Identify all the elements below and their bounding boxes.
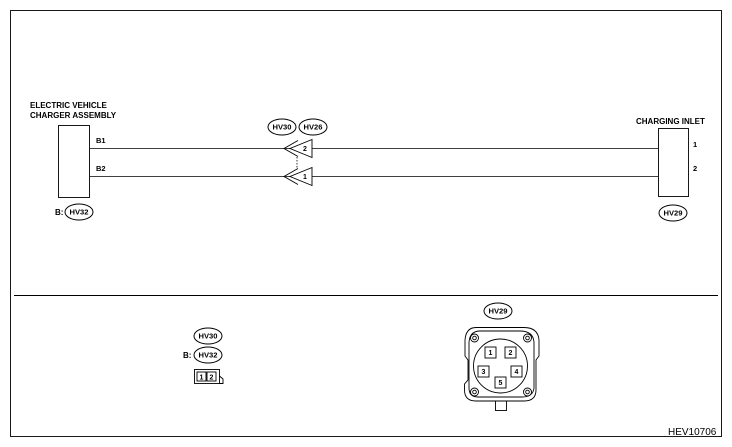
inlet-terminal-1: 1 [693,140,697,149]
small-connector-cavity [206,371,217,382]
inlet-connector-cavity [510,365,523,378]
badge-oval [658,204,688,222]
charger-terminal-b2: B2 [96,164,106,173]
inlet-connector-inner-outline [468,330,535,398]
charger-connector-box [58,125,90,198]
inlet-terminal-2: 2 [693,164,697,173]
inlet-connector-cavity [494,376,507,389]
schematic-section: ELECTRIC VEHICLE CHARGER ASSEMBLY B1 B2 … [30,101,705,222]
mounting-hole-icon [523,387,532,397]
junction-pin-label: 2 [303,146,307,153]
small-connector-latch [219,375,224,384]
badge-label: HV32 [199,351,218,360]
badge-oval [298,118,328,136]
drawing-code: HEV10706 [668,427,717,438]
small-connector-pin-label: 1 [200,374,204,381]
mounting-hole-inner [525,335,530,341]
junction-connector-badge-b: HV26 [298,118,328,136]
inlet-connector-cavity [484,346,497,359]
inlet-name: CHARGING INLET [636,117,705,126]
badge-label: HV29 [664,209,683,218]
junction-terminal-upper: 2 [283,138,313,159]
badge-label: HV30 [199,332,218,341]
mounting-hole-icon [523,333,532,343]
badge-oval [193,327,223,345]
badge-label: HV30 [273,123,292,132]
charger-connector-badge: HV32 [64,203,94,221]
charger-name-line2: CHARGER ASSEMBLY [30,111,117,120]
badge-oval [64,203,94,221]
female-terminal-triangle [288,166,313,187]
small-connector-cavity [196,371,207,382]
mounting-hole-inner [472,335,477,341]
connector-views-section: HV30 B: HV32 1 2 HV29 [183,302,540,411]
badge-label: HV32 [70,208,89,217]
badge-label: HV26 [304,123,323,132]
small-connector-badge-b: HV32 [193,346,223,364]
male-terminal-chevron [283,140,299,157]
inlet-view-badge: HV29 [483,302,513,320]
inlet-connector-cavity [504,346,517,359]
inlet-connector-box [658,128,689,197]
inlet-connector-pin-label: 5 [499,380,503,387]
junction-connector-badge-a: HV30 [267,118,297,136]
charger-connector-prefix: B: [55,208,63,217]
inlet-connector-badge: HV29 [658,204,688,222]
inlet-connector-pin-label: 3 [482,369,486,376]
small-connector-prefix: B: [183,351,191,360]
small-connector-badge-a: HV30 [193,327,223,345]
inlet-connector-cavity [477,365,490,378]
mounting-hole-icon [470,333,479,343]
badge-oval [193,346,223,364]
diagram-frame [10,10,722,437]
inlet-connector-face: 1 2 3 4 5 [464,327,540,411]
charger-name-line1: ELECTRIC VEHICLE [30,101,108,110]
inlet-connector-pin-label: 4 [515,369,519,376]
female-terminal-triangle [288,138,313,159]
junction-pin-label: 1 [303,174,307,181]
charger-terminal-b1: B1 [96,136,106,145]
inlet-connector-pin-label: 2 [509,350,513,357]
small-connector-face: 1 2 [194,369,224,384]
junction-terminal-lower: 1 [283,166,313,187]
mounting-hole-inner [472,389,477,395]
mounting-hole-icon [470,387,479,397]
small-connector-pin-label: 2 [210,374,214,381]
mounting-hole-inner [525,389,530,395]
badge-oval [483,302,513,320]
badge-label: HV29 [489,307,508,316]
inlet-connector-pin-label: 1 [489,350,493,357]
badge-oval [267,118,297,136]
male-terminal-chevron [283,168,299,185]
